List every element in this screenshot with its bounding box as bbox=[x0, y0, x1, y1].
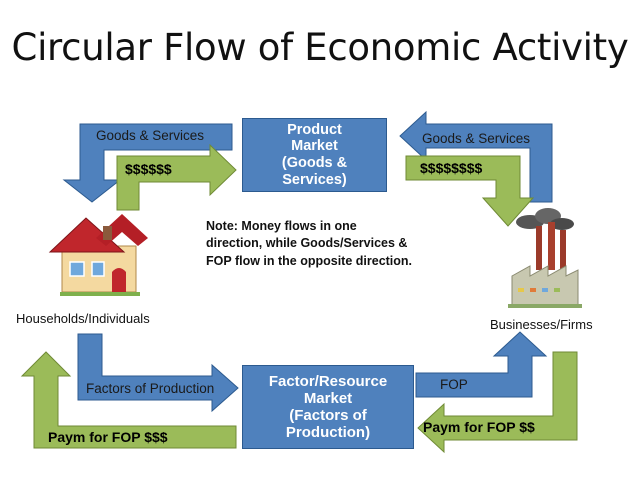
money-label-left: $$$$$$ bbox=[125, 161, 172, 177]
fop-label: FOP bbox=[440, 377, 468, 392]
house-icon bbox=[48, 214, 148, 296]
goods-services-arrow-right bbox=[399, 110, 553, 203]
factor-market-box: Factor/Resource Market (Factors of Produ… bbox=[242, 365, 414, 449]
paym-arrow-left bbox=[20, 351, 237, 449]
paym-label-right: Paym for FOP $$ bbox=[423, 419, 535, 435]
money-arrow-right bbox=[405, 155, 535, 227]
paym-arrow-right bbox=[417, 351, 578, 454]
paym-label-left: Paym for FOP $$$ bbox=[48, 429, 168, 445]
money-arrow-left bbox=[116, 143, 237, 211]
note-text: Note: Money flows in one direction, whil… bbox=[206, 219, 413, 268]
product-market-box: Product Market (Goods & Services) bbox=[242, 118, 387, 192]
fop-arrow bbox=[415, 331, 548, 398]
goods-services-arrow-left bbox=[62, 123, 233, 203]
goods-services-label-left: Goods & Services bbox=[96, 128, 205, 143]
businesses-label: Businesses/Firms bbox=[490, 317, 593, 332]
page-title: Circular Flow of Economic Activity bbox=[11, 26, 629, 69]
factory-icon bbox=[508, 208, 582, 308]
goods-services-label-right: Goods & Services bbox=[422, 131, 531, 146]
factors-arrow bbox=[77, 333, 239, 413]
money-label-right: $$$$$$$$ bbox=[420, 160, 483, 176]
households-label: Households/Individuals bbox=[16, 311, 150, 326]
factors-label: Factors of Production bbox=[86, 381, 215, 396]
